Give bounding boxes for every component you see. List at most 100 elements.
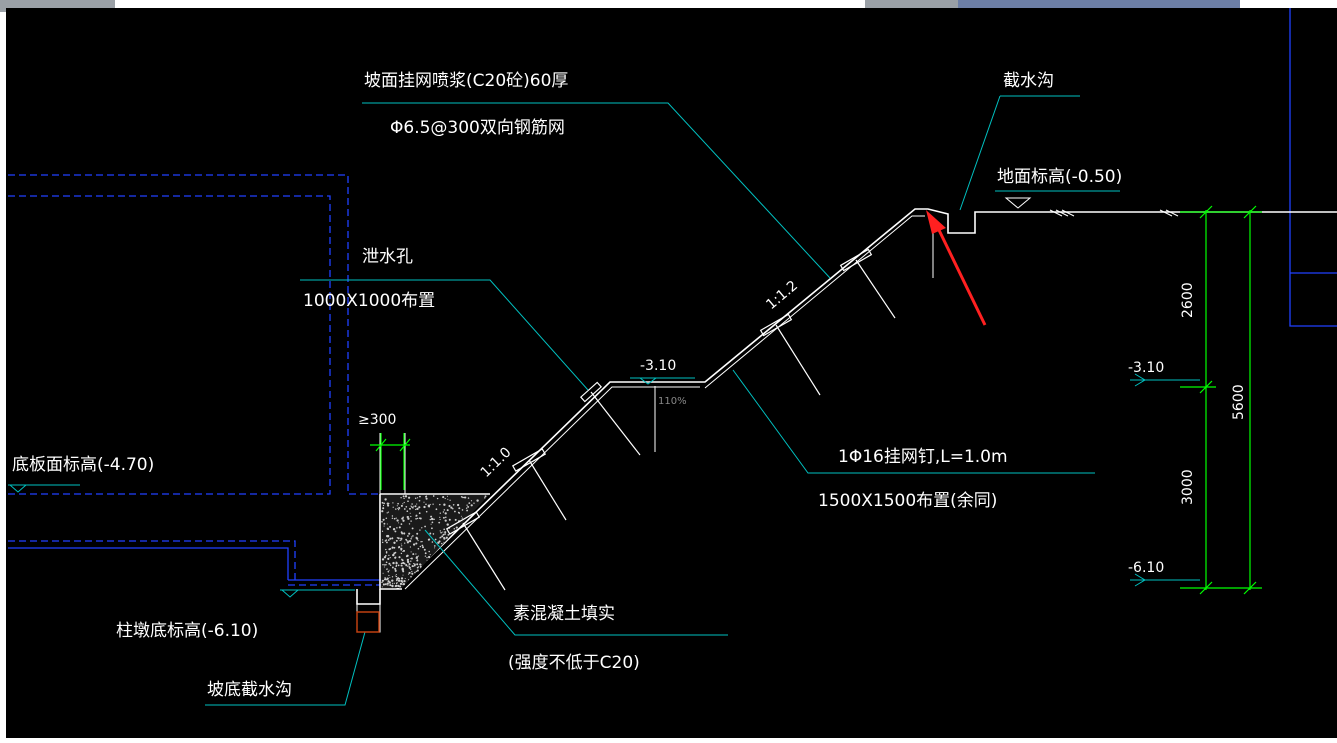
fill-stipple	[400, 496, 402, 499]
fill-stipple	[442, 511, 445, 513]
fill-stipple	[408, 571, 411, 574]
fill-stipple	[408, 523, 411, 525]
leader-lines	[8, 95, 1200, 706]
fill-stipple	[391, 517, 394, 520]
fill-stipple	[385, 541, 388, 544]
fill-stipple	[430, 523, 432, 525]
fill-stipple	[415, 517, 417, 520]
fill-stipple	[407, 500, 409, 503]
fill-stipple	[407, 565, 409, 567]
fill-stipple	[385, 564, 387, 566]
fill-stipple	[449, 499, 451, 501]
fill-stipple	[395, 562, 398, 565]
fill-stipple	[400, 564, 403, 567]
fill-stipple	[441, 535, 444, 538]
fill-stipple	[397, 508, 400, 511]
fill-stipple	[395, 574, 397, 576]
fill-stipple	[406, 539, 408, 542]
fill-stipple	[418, 566, 420, 568]
fill-stipple	[385, 551, 388, 553]
fill-stipple	[394, 575, 396, 577]
fill-stipple	[411, 503, 413, 505]
fill-stipple	[386, 568, 388, 571]
fill-stipple	[398, 526, 401, 529]
fill-stipple	[395, 575, 398, 578]
fill-stipple	[381, 539, 384, 541]
fill-stipple	[432, 495, 435, 497]
fill-stipple	[410, 560, 412, 562]
fill-stipple	[382, 558, 385, 561]
fill-stipple	[446, 523, 449, 526]
fill-stipple	[402, 574, 404, 576]
fill-stipple	[439, 512, 441, 514]
fill-stipple	[427, 555, 431, 559]
fill-stipple	[407, 558, 409, 561]
fill-stipple	[387, 511, 390, 513]
fill-stipple	[410, 551, 412, 553]
fill-stipple	[439, 516, 441, 519]
fill-stipple	[381, 520, 383, 523]
fill-stipple	[467, 505, 470, 508]
fill-stipple	[389, 584, 392, 587]
fill-stipple	[398, 522, 400, 524]
fill-stipple	[397, 564, 400, 567]
fill-stipple	[396, 505, 398, 507]
fill-stipple	[421, 527, 423, 529]
fill-stipple	[382, 504, 385, 507]
fill-stipple	[392, 582, 394, 585]
fill-stipple	[391, 576, 394, 578]
fill-stipple	[436, 497, 439, 500]
label-lower-height: 3000	[1180, 469, 1196, 505]
fill-stipple	[405, 563, 408, 567]
fill-stipple	[392, 553, 395, 557]
fill-stipple	[411, 571, 413, 573]
fill-stipple	[384, 578, 387, 581]
fill-stipple	[443, 528, 446, 531]
fill-stipple	[397, 537, 400, 540]
fill-stipple	[402, 550, 404, 553]
fill-stipple	[408, 565, 410, 567]
fill-stipple	[411, 527, 414, 530]
label-elev-bottom: -6.10	[1128, 560, 1164, 576]
fill-stipple	[416, 517, 419, 520]
fill-stipple	[395, 561, 397, 563]
window-strip	[865, 0, 960, 10]
fill-stipple	[395, 582, 398, 585]
fill-stipple	[397, 502, 399, 505]
fill-stipple	[440, 531, 442, 534]
fill-stipple	[392, 561, 395, 565]
fill-stipple	[392, 528, 396, 531]
fill-stipple	[382, 572, 384, 574]
fill-stipple	[387, 557, 390, 561]
fill-stipple	[407, 516, 409, 518]
fill-stipple	[388, 562, 391, 565]
fill-stipple	[417, 555, 419, 557]
fill-stipple	[413, 564, 416, 567]
fill-stipple	[387, 539, 390, 541]
label-nail-spacing: 1500X1500布置(余同)	[818, 491, 997, 511]
fill-stipple	[455, 526, 458, 529]
fill-stipple	[425, 510, 428, 513]
fill-stipple	[416, 532, 419, 535]
fill-stipple	[447, 533, 450, 536]
fill-stipple	[402, 503, 404, 505]
fill-stipple	[393, 582, 396, 584]
fill-stipple	[400, 531, 403, 534]
fill-stipple	[431, 521, 434, 524]
fill-stipple	[442, 516, 445, 519]
fill-stipple	[484, 495, 487, 498]
fill-stipple	[484, 497, 486, 499]
fill-stipple	[445, 516, 447, 518]
fill-stipple	[433, 518, 435, 521]
fill-stipple	[461, 509, 464, 511]
fill-stipple	[389, 556, 391, 559]
concrete-fill	[381, 495, 489, 588]
label-concrete-strength: (强度不低于C20)	[508, 653, 640, 673]
fill-stipple	[460, 515, 462, 517]
fill-stipple	[438, 521, 441, 524]
fill-stipple	[393, 541, 396, 544]
fill-stipple	[394, 568, 397, 571]
fill-stipple	[397, 579, 401, 582]
label-min-width: ≥300	[358, 412, 396, 428]
